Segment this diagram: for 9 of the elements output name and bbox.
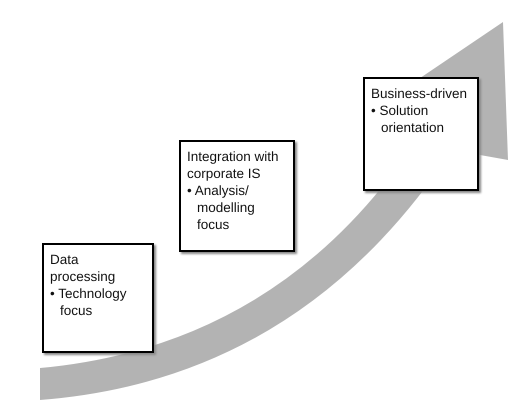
bullet-text: • Analysis/ modelling focus: [187, 182, 256, 233]
heading-text: Business-driven: [371, 85, 468, 102]
heading-text: Integration with corporate IS: [187, 148, 280, 182]
text-box: [363, 77, 479, 191]
bullet-text: • Technology focus: [50, 285, 128, 319]
text-box: [179, 140, 295, 252]
text-box: [42, 243, 154, 353]
heading-text: Data processing: [50, 251, 116, 285]
bullet-text: • Solution orientation: [371, 102, 446, 136]
